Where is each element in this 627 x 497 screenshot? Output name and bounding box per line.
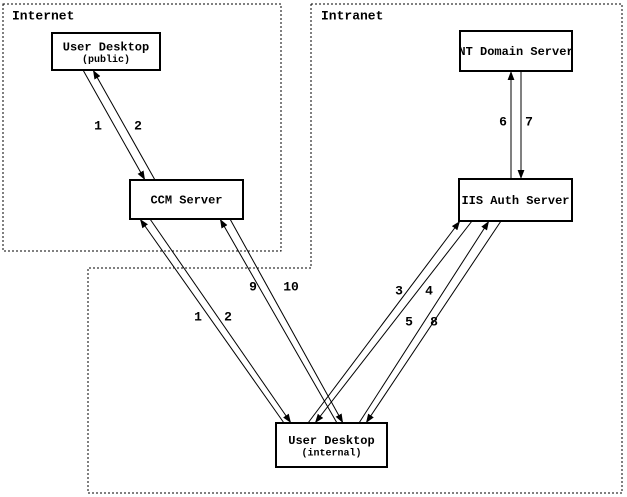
edge-step1-public-to-ccm — [82, 69, 146, 181]
edge-layer — [82, 69, 525, 424]
edge-label-step4-iis-to-internal: 4 — [425, 284, 433, 299]
edge-step8-iis-to-internal — [365, 220, 502, 424]
edge-label-step10-ccm-to-internal: 10 — [283, 280, 299, 295]
node-user-desktop-internal — [275, 422, 388, 468]
node-ccm-server — [129, 179, 244, 220]
edge-label-step2-ccm-to-internal: 2 — [224, 310, 232, 325]
edge-label-step5-internal-to-iis: 5 — [405, 315, 413, 330]
node-layer — [51, 30, 573, 468]
edge-step3-internal-to-iis — [307, 220, 461, 424]
region-label-internet: Internet — [12, 9, 74, 24]
node-nt-domain-server — [459, 30, 573, 72]
edge-label-step2-ccm-to-public: 2 — [134, 119, 142, 134]
edge-step2-ccm-to-internal — [149, 218, 292, 424]
node-subtitle-user-desktop-internal: (internal) — [301, 448, 361, 460]
region-internet — [2, 3, 282, 252]
node-iis-auth-server — [458, 178, 573, 222]
edge-step2-ccm-to-public — [92, 69, 156, 181]
edge-label-step1-public-to-ccm: 1 — [94, 119, 102, 134]
edge-step9-internal-to-ccm — [219, 218, 338, 424]
node-title-user-desktop-public: User Desktop — [63, 41, 149, 55]
edge-label-step7-nt-to-iis: 7 — [525, 115, 533, 130]
edge-label-step8-iis-to-internal: 8 — [430, 315, 438, 330]
region-label-intranet: Intranet — [321, 9, 383, 24]
node-user-desktop-public — [51, 32, 161, 71]
edge-step10-ccm-to-internal — [229, 218, 344, 424]
edge-label-step6-iis-to-nt: 6 — [499, 115, 507, 130]
edge-label-step9-internal-to-ccm: 9 — [249, 280, 257, 295]
edge-label-step3-internal-to-iis: 3 — [395, 284, 403, 299]
edge-label-step1-internal-to-ccm: 1 — [194, 310, 202, 325]
node-title-ccm-server: CCM Server — [150, 194, 222, 208]
region-intranet — [87, 3, 623, 494]
node-title-iis-auth-server: IIS Auth Server — [461, 194, 569, 208]
node-title-nt-domain-server: NT Domain Server — [458, 45, 573, 59]
node-title-user-desktop-internal: User Desktop — [288, 434, 374, 448]
edge-step5-internal-to-iis — [358, 220, 490, 424]
region-layer — [2, 3, 623, 494]
edge-step4-iis-to-internal — [314, 220, 473, 424]
edge-step1-internal-to-ccm — [139, 218, 285, 424]
node-subtitle-user-desktop-public: (public) — [82, 54, 130, 66]
